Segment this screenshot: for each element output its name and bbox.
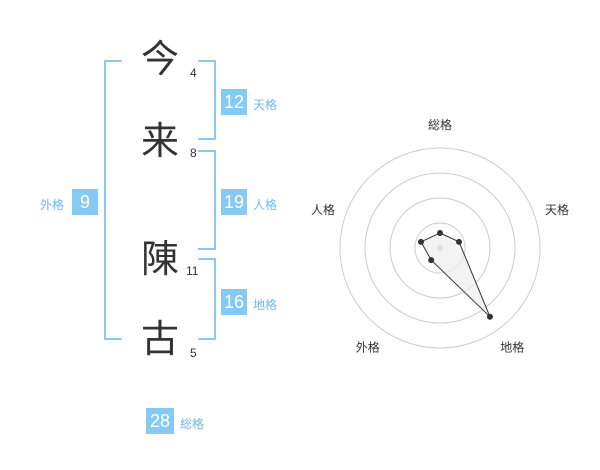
name-character-3: 陳	[141, 237, 180, 281]
tenkaku-label: 天格	[253, 98, 278, 112]
radar-axis-label: 総格	[428, 117, 452, 132]
radar-axis-label: 天格	[545, 202, 569, 217]
radar-point	[486, 313, 493, 320]
stroke-count-4: 5	[190, 346, 197, 360]
soukaku-value: 28	[146, 408, 174, 434]
radar-point	[417, 238, 424, 245]
jinkaku-bracket	[198, 150, 216, 250]
radar-grid-ring	[414, 222, 466, 274]
stroke-count-3: 11	[186, 264, 199, 278]
radar-grid-ring	[339, 147, 541, 349]
radar-grid-ring	[364, 172, 516, 324]
radar-axis-label: 外格	[356, 340, 380, 355]
stroke-count-1: 4	[190, 66, 197, 80]
gaikaku-value: 9	[72, 189, 98, 215]
name-character-4: 古	[141, 317, 180, 361]
name-character-1: 今	[141, 37, 180, 81]
gaikaku-label: 外格	[40, 198, 65, 212]
chikaku-value: 16	[221, 289, 247, 315]
jinkaku-value: 19	[221, 189, 247, 215]
radar-point	[437, 230, 443, 236]
chikaku-bracket	[198, 258, 216, 340]
jinkaku-label: 人格	[253, 198, 278, 212]
radar-point	[456, 238, 463, 245]
tenkaku-bracket	[198, 60, 216, 140]
gaikaku-bracket	[104, 60, 122, 340]
name-character-2: 来	[141, 119, 180, 163]
radar-polygon	[420, 232, 491, 318]
soukaku-label: 総格	[180, 417, 205, 431]
stroke-count-2: 8	[190, 146, 197, 160]
radar-axis-label: 地格	[500, 340, 524, 355]
radar-point	[428, 257, 435, 264]
chikaku-label: 地格	[253, 298, 278, 312]
radar-grid-ring	[389, 197, 491, 299]
tenkaku-value: 12	[221, 89, 247, 115]
radar-axis-label: 人格	[311, 202, 335, 217]
